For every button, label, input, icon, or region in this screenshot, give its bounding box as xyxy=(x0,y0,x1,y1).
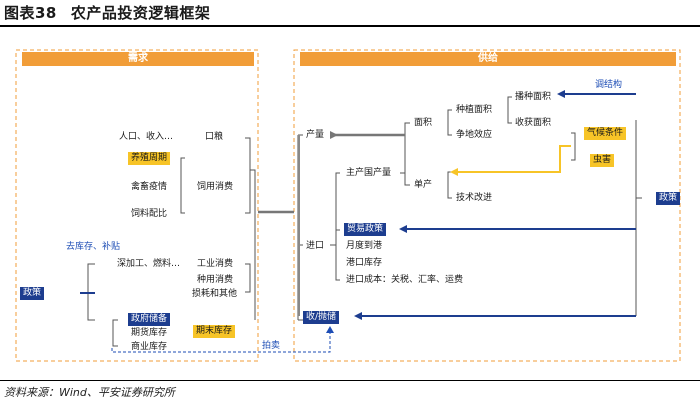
demand-panel-border xyxy=(15,49,259,362)
figure-title: 图表38 农产品投资逻辑框架 xyxy=(4,2,210,23)
top-rule xyxy=(0,25,700,27)
feed-ratio-label: 饲料配比 xyxy=(131,209,168,219)
commercial-stock-label: 商业库存 xyxy=(131,342,168,352)
destock-subsidy-label: 去库存、补贴 xyxy=(66,242,121,252)
supply-policy-badge: 政策 xyxy=(656,192,681,205)
yield-label: 单产 xyxy=(414,180,433,190)
figure-number: 图表38 xyxy=(4,4,57,22)
planting-area-label: 种植面积 xyxy=(456,105,493,115)
harvest-area-label: 收获面积 xyxy=(515,118,552,128)
planting-bracket xyxy=(447,109,452,136)
weather-bracket xyxy=(571,132,576,161)
tech-improvement-label: 技术改进 xyxy=(456,193,493,203)
seed-use-label: 种用消费 xyxy=(197,275,234,285)
import-cost-label: 进口成本：关税、汇率、运费 xyxy=(346,275,464,285)
weather-badge: 气候条件 xyxy=(584,127,627,140)
auction-label: 拍卖 xyxy=(262,341,281,351)
reserve-bracket xyxy=(112,319,118,347)
output-label: 产量 xyxy=(306,130,325,140)
bottom-rule xyxy=(0,380,700,381)
monthly-arrival-label: 月度到港 xyxy=(346,241,383,251)
producer-bracket xyxy=(335,172,340,230)
breeding-cycle-badge: 养殖周期 xyxy=(128,152,171,165)
land-competition-label: 争地效应 xyxy=(456,130,493,140)
auction-path xyxy=(111,330,331,353)
producer-output-label: 主产国产量 xyxy=(346,168,392,178)
deep-processing-label: 深加工、燃料… xyxy=(117,259,181,269)
gov-reserve-badge: 政府储备 xyxy=(128,313,171,326)
demand-industrial-bracket xyxy=(245,263,251,293)
livestock-disease-label: 禽畜疫情 xyxy=(131,182,168,192)
figure-caption: 农产品投资逻辑框架 xyxy=(70,4,211,22)
loss-other-label: 损耗和其他 xyxy=(192,289,238,299)
demand-header: 需求 xyxy=(22,52,254,66)
sowing-area-label: 播种面积 xyxy=(515,92,552,102)
port-stock-label: 港口库存 xyxy=(346,258,383,268)
import-bracket xyxy=(330,229,340,281)
demand-feed-bracket xyxy=(245,137,251,214)
breeding-bracket xyxy=(180,157,185,214)
area-label: 面积 xyxy=(414,118,433,128)
yield-bracket xyxy=(447,171,452,199)
sowing-harvest-bracket xyxy=(507,96,512,124)
source-note: 资料来源：Wind、平安证券研究所 xyxy=(4,386,175,399)
ending-stock-badge: 期末库存 xyxy=(193,325,236,338)
restructure-label: 调结构 xyxy=(595,80,623,90)
demand-main-bracket xyxy=(250,169,256,320)
supply-panel-border xyxy=(293,49,681,362)
industrial-use-label: 工业消费 xyxy=(197,259,234,269)
weather-connector xyxy=(455,145,571,173)
area-yield-bracket xyxy=(400,122,410,186)
pests-badge: 虫害 xyxy=(590,154,615,167)
feed-use-label: 饲用消费 xyxy=(197,182,234,192)
population-income-label: 人口、收入… xyxy=(119,132,174,142)
policy-right-bracket xyxy=(635,120,642,316)
futures-stock-label: 期货库存 xyxy=(131,328,168,338)
trade-policy-badge: 贸易政策 xyxy=(344,223,387,236)
supply-header: 供给 xyxy=(300,52,676,66)
purchase-auction-badge: 收/抛储 xyxy=(303,311,340,324)
import-label: 进口 xyxy=(306,241,325,251)
demand-policy-badge: 政策 xyxy=(20,287,45,300)
ration-label: 口粮 xyxy=(205,132,224,142)
